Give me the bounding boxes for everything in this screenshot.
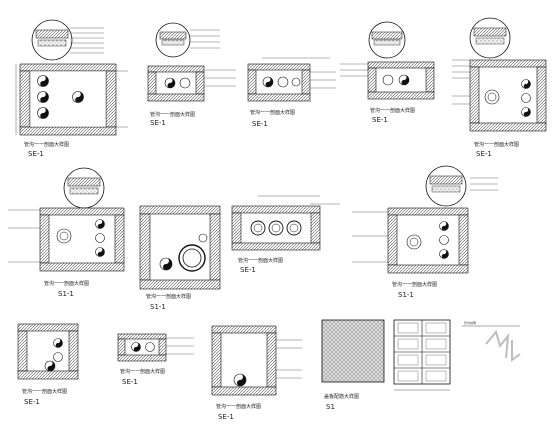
slab-layout-grid: [393, 319, 451, 391]
section-detail-i: 管沟一一剖面大样图 S1-1: [352, 165, 498, 299]
section-detail-a: 管沟一一剖面大样图 SE-1: [15, 19, 128, 158]
caption-h: 管沟一一剖面大样图: [238, 257, 283, 264]
section-detail-h: 管沟一一剖面大样图 SE-1: [231, 195, 340, 274]
section-label-k: SE-1: [122, 378, 138, 386]
section-label-j: SE-1: [24, 398, 40, 406]
section-label-l: SE-1: [218, 413, 234, 421]
slab-label: S1: [326, 403, 335, 411]
caption-b: 管沟一一剖面大样图: [150, 111, 195, 118]
section-label-h: SE-1: [240, 266, 256, 274]
section-detail-l: 管沟一一剖面大样图 SE-1: [211, 325, 302, 421]
section-label-b: SE-1: [150, 119, 166, 127]
caption-d: 管沟一一剖面大样图: [370, 107, 415, 114]
caption-j: 管沟一一剖面大样图: [22, 388, 67, 395]
section-label-g: S1-1: [150, 303, 166, 311]
section-detail-j: 管沟一一剖面大样图 SE-1: [17, 323, 79, 406]
section-detail-c: 管沟一一剖面大样图 SE-1: [247, 57, 336, 128]
section-detail-f: 管沟一一剖面大样图 S1-1: [8, 167, 125, 298]
caption-k: 管沟一一剖面大样图: [120, 368, 165, 375]
slab-caption: 盖板配筋大样图: [324, 393, 359, 400]
caption-e: 管沟一一剖面大样图: [474, 141, 519, 148]
caption-f: 管沟一一剖面大样图: [44, 280, 89, 287]
caption-c: 管沟一一剖面大样图: [250, 109, 295, 116]
caption-g: 管沟一一剖面大样图: [146, 293, 191, 300]
caption-l: 管沟一一剖面大样图: [216, 403, 261, 410]
notes-label: 管沟说明: [464, 320, 476, 325]
section-label-a: SE-1: [28, 150, 44, 158]
section-detail-g: 管沟一一剖面大样图 S1-1: [139, 205, 221, 311]
caption-i: 管沟一一剖面大样图: [392, 281, 437, 288]
notes-plaque: 管沟说明: [462, 320, 521, 362]
section-label-f: S1-1: [58, 290, 74, 298]
section-detail-b: 管沟一一剖面大样图 SE-1: [147, 22, 236, 127]
section-detail-d: 管沟一一剖面大样图 SE-1: [340, 21, 435, 124]
section-label-d: SE-1: [372, 116, 388, 124]
section-label-i: S1-1: [398, 291, 414, 299]
section-label-c: SE-1: [252, 120, 268, 128]
section-detail-k: 管沟一一剖面大样图 SE-1: [117, 333, 194, 386]
section-label-e: SE-1: [476, 150, 492, 158]
slab-reinforcement-plan: 盖板配筋大样图 S1: [321, 319, 385, 411]
section-detail-e: 管沟一一剖面大样图 SE-1: [452, 17, 547, 158]
caption-a: 管沟一一剖面大样图: [24, 141, 69, 148]
